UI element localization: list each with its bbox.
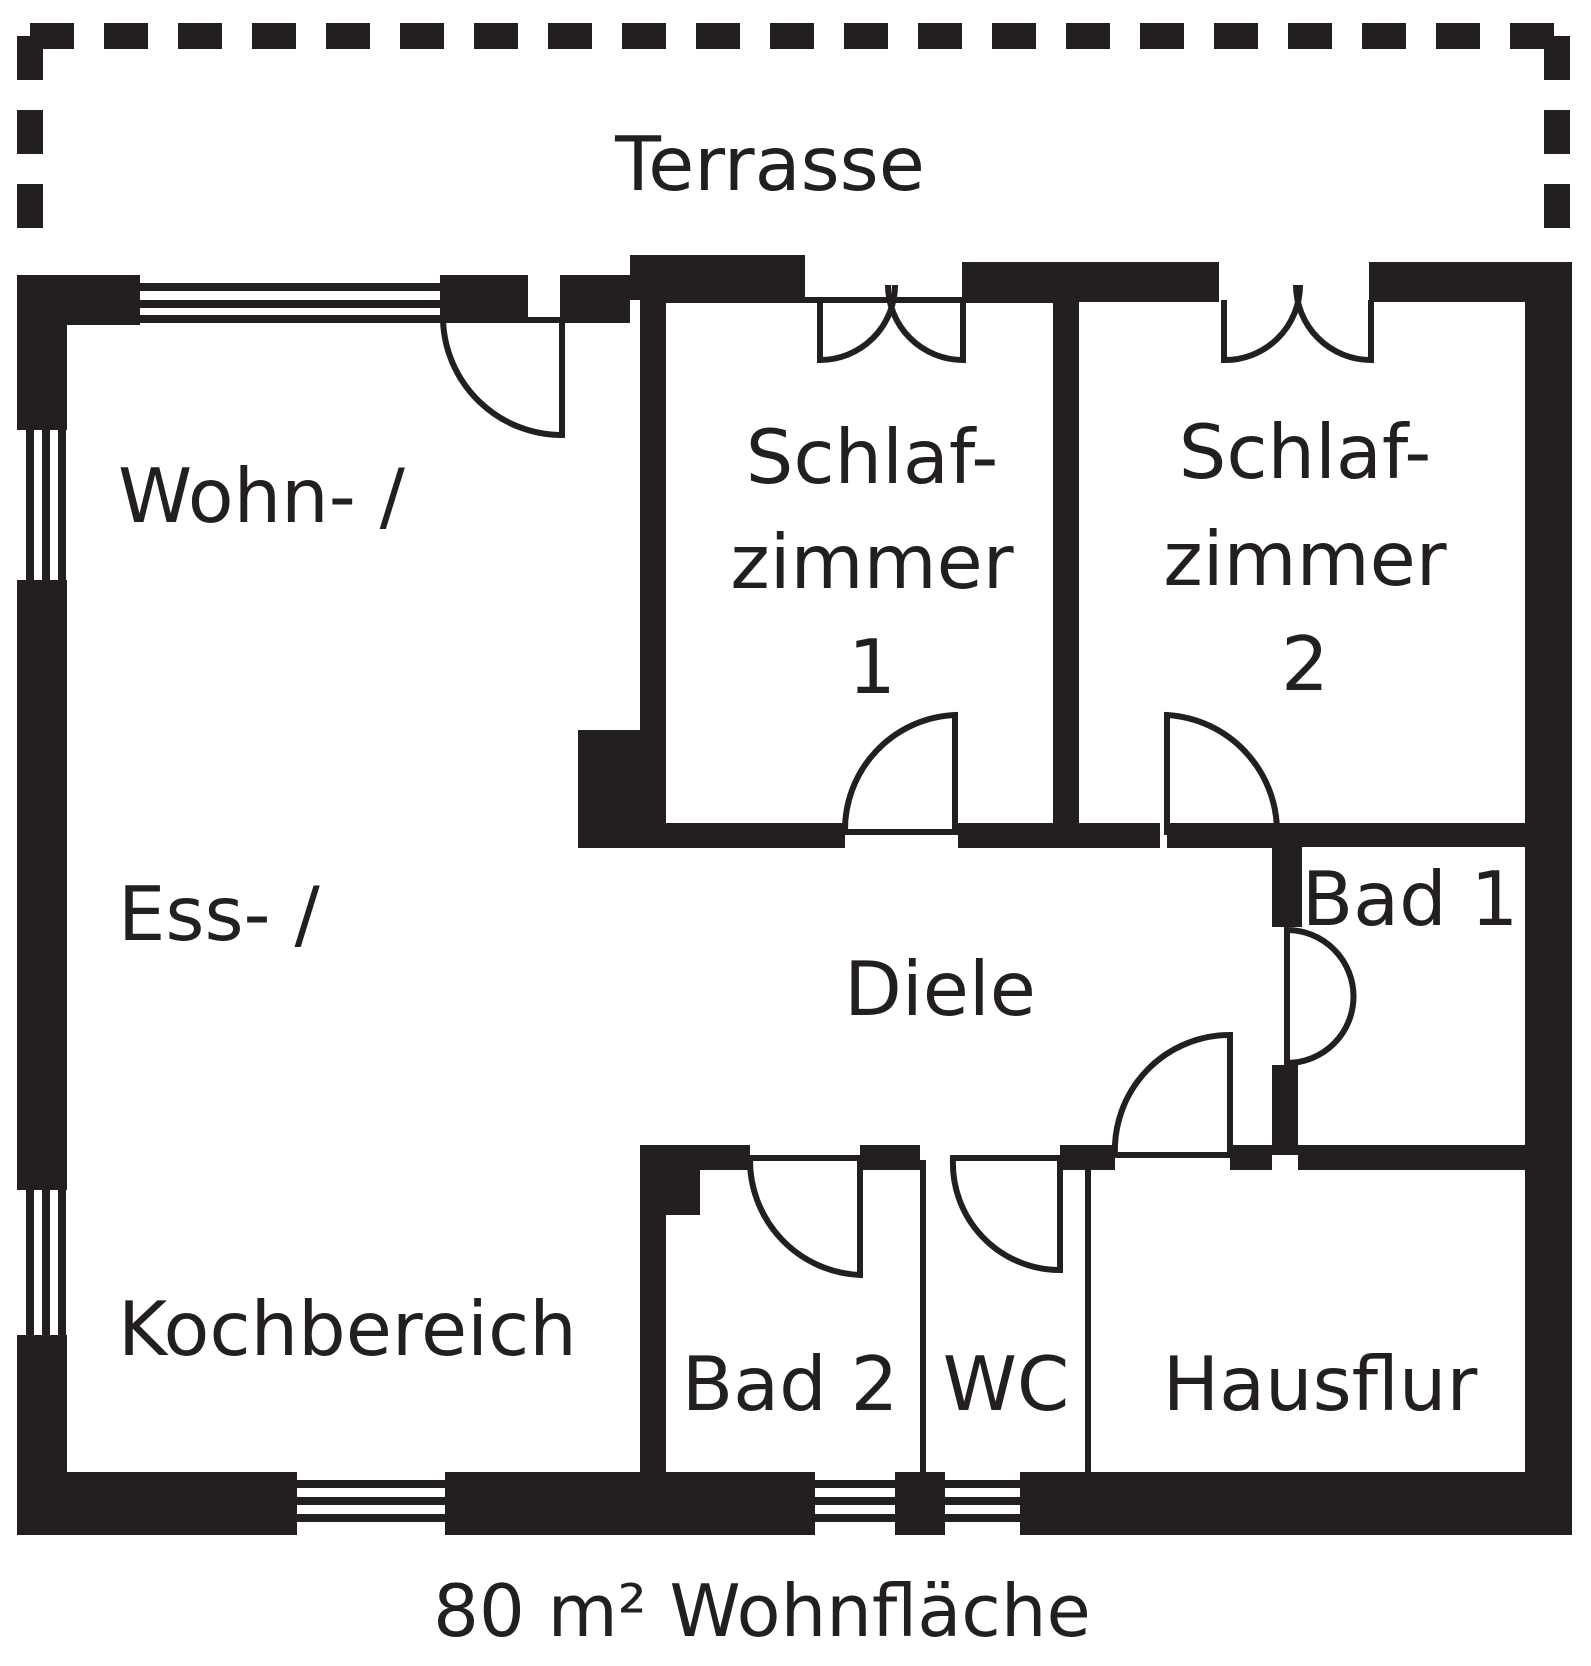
door-bedroom2-terrace — [1221, 284, 1374, 364]
door-hausflur — [1111, 1031, 1233, 1158]
living-area-caption: 80 m² Wohnfläche — [433, 1569, 1091, 1653]
entrance-hall-label: Hausflur — [1163, 1340, 1478, 1428]
bedroom2-label-line1: Schlaf- — [1179, 408, 1432, 496]
bedroom1-label-line3: 1 — [848, 623, 896, 711]
door-wc — [949, 1155, 1063, 1274]
door-living-terrace — [439, 317, 565, 439]
living-room-label-line3: Kochbereich — [118, 1285, 577, 1373]
bedroom1-label-line2: zimmer — [730, 518, 1013, 606]
door-bedroom2 — [1164, 711, 1281, 835]
bedroom1-label-line1: Schlaf- — [746, 413, 999, 501]
door-bedroom1-terrace — [817, 284, 966, 364]
partition-lines — [666, 297, 1091, 1475]
exterior-walls — [17, 255, 1572, 1535]
bath2-label: Bad 2 — [682, 1340, 899, 1428]
door-bath1 — [1284, 926, 1357, 1067]
wc-label: WC — [943, 1340, 1070, 1428]
living-room-label-line1: Wohn- / — [118, 452, 406, 540]
bedroom2-label-line2: zimmer — [1163, 515, 1446, 603]
bath1-label: Bad 1 — [1302, 855, 1519, 943]
door-swings — [439, 284, 1374, 1279]
hall-label: Diele — [844, 945, 1036, 1033]
door-bath2 — [746, 1155, 863, 1279]
windows — [26, 283, 1020, 1522]
terrace-outline — [17, 23, 1570, 245]
bedroom2-label-line3: 2 — [1281, 620, 1329, 708]
living-room-label-line2: Ess- / — [118, 870, 320, 958]
door-bedroom1 — [841, 711, 958, 835]
terrace-label: Terrasse — [614, 120, 925, 208]
